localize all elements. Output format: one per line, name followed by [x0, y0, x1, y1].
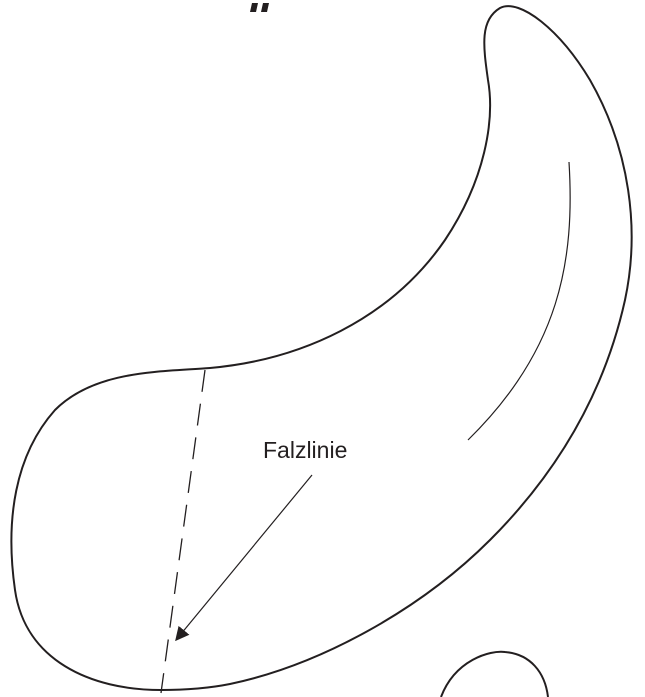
inner-seam-line [467, 161, 571, 441]
top-fragment-mark [250, 3, 269, 12]
second-piece-outline [440, 650, 549, 697]
fold-line-label: Falzlinie [263, 437, 347, 463]
fold-line [160, 369, 206, 694]
pattern-piece-outline [10, 5, 633, 692]
pointer-arrow [175, 474, 313, 642]
